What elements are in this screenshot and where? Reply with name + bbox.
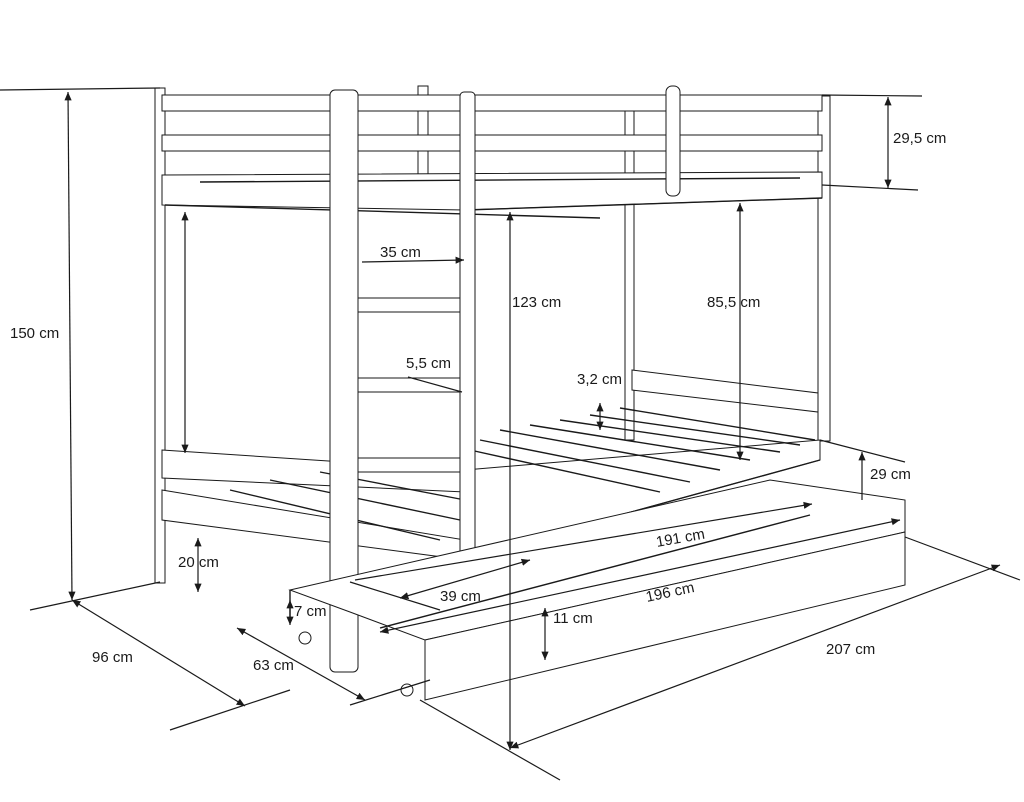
label-drawer-height: 11 cm [553, 610, 593, 627]
dimension-lines [0, 87, 1021, 781]
label-total-length: 207 cm [826, 641, 875, 658]
label-lower-side-height: 29 cm [870, 466, 911, 483]
label-floor-clearance: 20 cm [178, 554, 219, 571]
label-slat-gap: 3,2 cm [577, 371, 622, 388]
label-top-rail-height: 29,5 cm [893, 130, 946, 147]
label-top-bed-height: 123 cm [512, 294, 561, 311]
label-ladder-offset: 39 cm [440, 588, 481, 605]
label-rung-width: 5,5 cm [406, 355, 451, 372]
label-depth: 96 cm [92, 649, 133, 666]
label-between-beds: 85,5 cm [707, 294, 760, 311]
dimension-labels: 150 cm 96 cm 63 cm 7 cm 20 cm 35 cm 5,5 … [10, 130, 946, 674]
label-ladder-width: 35 cm [380, 244, 421, 261]
label-drawer-clearance: 7 cm [294, 603, 327, 620]
label-total-height: 150 cm [10, 325, 59, 342]
bed-frame [154, 85, 906, 701]
label-drawer-depth: 63 cm [253, 657, 294, 674]
